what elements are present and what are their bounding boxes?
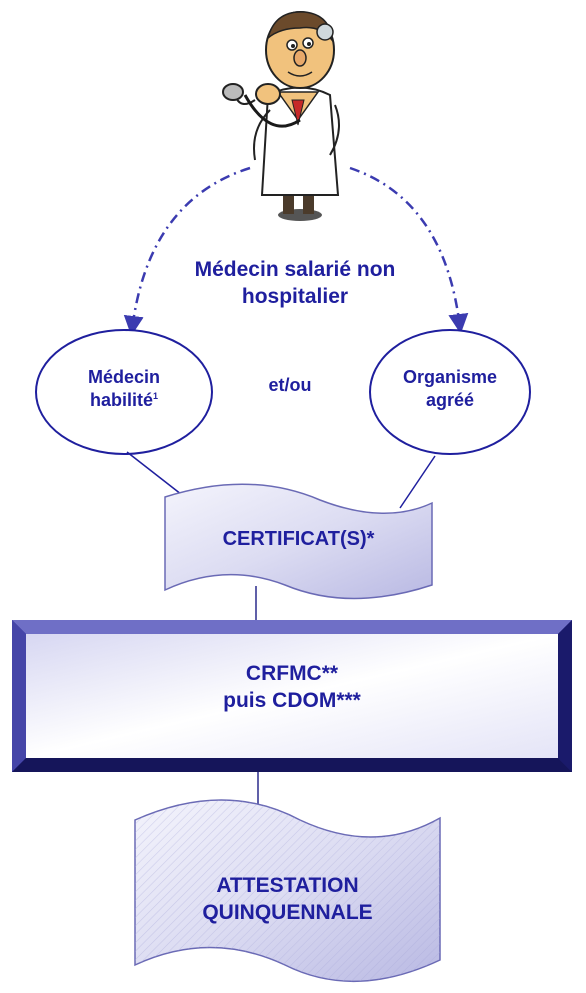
council-line1: CRFMC** bbox=[245, 662, 339, 685]
left-node-label: Médecin habilité1 bbox=[44, 366, 204, 413]
council-box bbox=[12, 620, 572, 772]
arrow-to-right-node bbox=[349, 166, 469, 334]
council-line2: puis CDOM*** bbox=[223, 689, 361, 713]
certificate-document bbox=[164, 483, 433, 600]
right-node-label: Organisme agréé bbox=[375, 366, 525, 413]
connector-right-to-certificate bbox=[399, 455, 436, 509]
doctor-illustration bbox=[222, 11, 340, 221]
doctor-label-line1: Médecin salarié non bbox=[194, 258, 396, 281]
right-node-line2: agréé bbox=[425, 390, 475, 411]
certificate-label: CERTIFICAT(S)* bbox=[222, 528, 375, 550]
left-node-superscript: 1 bbox=[153, 391, 159, 402]
left-node-line1: Médecin bbox=[87, 367, 161, 387]
attestation-line1: ATTESTATION bbox=[216, 874, 359, 897]
doctor-label: Médecin salarié non hospitalier bbox=[130, 256, 460, 311]
attestation-label: ATTESTATION QUINQUENNALE bbox=[135, 872, 440, 927]
right-node-ellipse bbox=[369, 329, 531, 455]
doctor-label-line2: hospitalier bbox=[241, 285, 349, 309]
left-node-line2: habilité bbox=[89, 390, 153, 411]
connector-left-to-certificate bbox=[126, 451, 187, 499]
council-label: CRFMC** puis CDOM*** bbox=[26, 660, 558, 715]
connector-label: et/ou bbox=[268, 375, 312, 395]
attestation-line2: QUINQUENNALE bbox=[202, 901, 373, 925]
arrow-to-left-node bbox=[123, 166, 251, 336]
right-node-line1: Organisme bbox=[402, 367, 498, 387]
left-node-ellipse bbox=[35, 329, 213, 455]
